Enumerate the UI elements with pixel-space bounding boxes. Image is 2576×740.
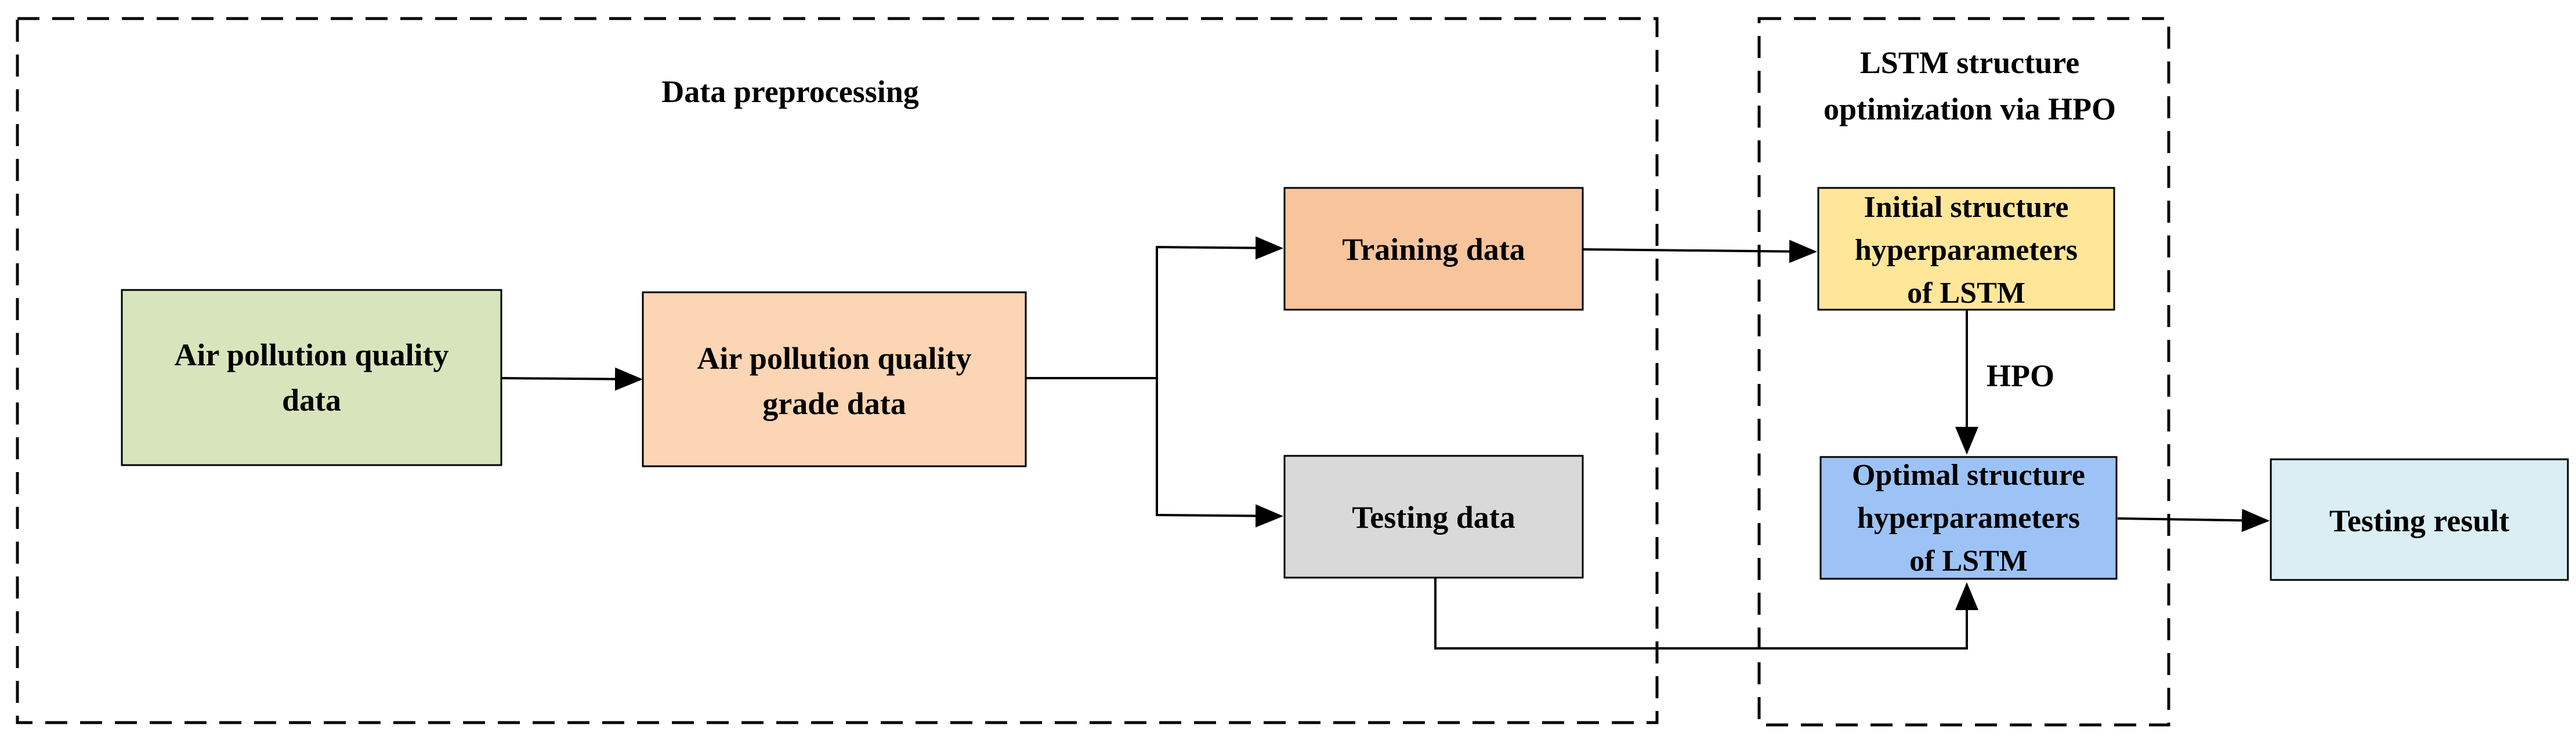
connectors <box>501 236 2270 650</box>
node-initial-structure-line1: Initial structure <box>1864 191 2069 224</box>
node-grade-data-box <box>642 291 1027 467</box>
node-testing-data-box <box>1283 455 1584 579</box>
hpo-edge-label: HPO <box>1987 358 2054 393</box>
node-training-data: Training data <box>1283 187 1584 311</box>
node-optimal-structure-line3: of LSTM <box>1909 545 2028 578</box>
node-testing-result: Testing result <box>2270 458 2569 581</box>
node-optimal-structure: Optimal structure hyperparameters of LST… <box>1819 456 2118 580</box>
arrow-air-quality-to-grade <box>501 367 643 391</box>
node-initial-structure-line3: of LSTM <box>1907 277 2025 310</box>
node-air-pollution-quality-data-line1: Air pollution quality <box>174 338 448 372</box>
node-optimal-structure-line1: Optimal structure <box>1852 459 2085 492</box>
arrow-testing-to-optimal <box>1434 578 1978 650</box>
node-air-pollution-quality-data-box <box>121 289 502 466</box>
node-initial-structure: Initial structure hyperparameters of LST… <box>1817 187 2115 311</box>
arrow-split-to-testing <box>1156 378 1283 528</box>
node-grade-data-line1: Air pollution quality <box>697 341 971 376</box>
node-air-pollution-quality-data-line2: data <box>282 383 341 418</box>
node-grade-data-line2: grade data <box>762 386 906 421</box>
node-testing-data-label: Testing data <box>1352 500 1515 535</box>
node-optimal-structure-line2: hyperparameters <box>1857 502 2080 535</box>
node-testing-result-label: Testing result <box>2329 503 2510 538</box>
optimization-group-title-line2: optimization via HPO <box>1824 92 2116 126</box>
preprocessing-group-title: Data preprocessing <box>661 74 919 109</box>
node-air-pollution-quality-data: Air pollution quality data <box>121 289 502 466</box>
node-initial-structure-box <box>1817 187 2115 311</box>
node-optimal-structure-box <box>1819 456 2118 580</box>
node-testing-result-box <box>2270 458 2569 581</box>
arrow-optimal-to-result <box>2117 509 2270 532</box>
arrow-split-to-training <box>1156 236 1283 378</box>
node-grade-data: Air pollution quality grade data <box>642 291 1027 467</box>
arrow-training-to-initial <box>1582 240 1817 263</box>
preprocessing-group-box <box>16 17 1659 724</box>
node-training-data-box <box>1283 187 1584 311</box>
node-training-data-label: Training data <box>1342 232 1525 267</box>
optimization-group-title-line1: LSTM structure <box>1860 45 2079 80</box>
node-initial-structure-line2: hyperparameters <box>1855 234 2078 267</box>
node-testing-data: Testing data <box>1283 455 1584 579</box>
